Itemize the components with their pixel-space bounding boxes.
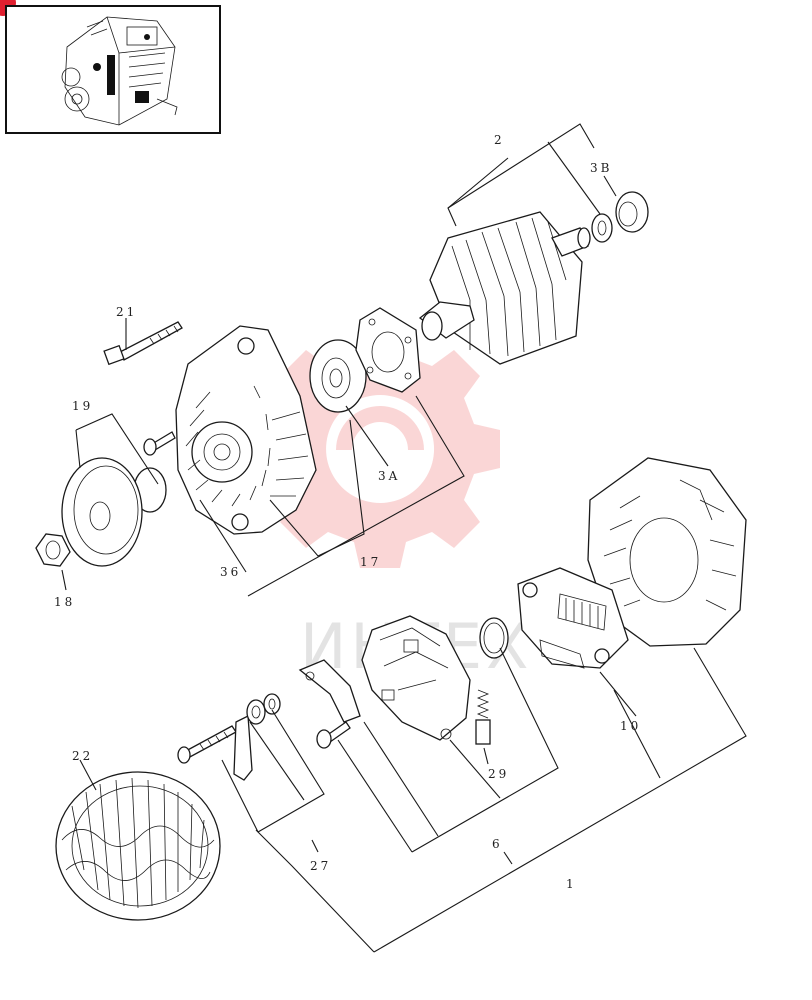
regulator-screw-part[interactable] [316, 721, 351, 749]
label-21: 21 [116, 305, 137, 319]
screw-part[interactable] [143, 431, 176, 456]
label-6: 6 [492, 837, 503, 851]
nut-18-part[interactable] [35, 533, 71, 567]
terminal-bolt-27-part[interactable] [177, 693, 281, 781]
label-3b: 3B [590, 161, 612, 175]
leader-lines [61, 123, 747, 953]
retainer-plate-part[interactable] [355, 307, 421, 393]
label-10: 10 [620, 719, 641, 733]
label-1: 1 [566, 877, 577, 891]
pulley-19-part[interactable] [61, 457, 167, 567]
engine-thumbnail[interactable] [5, 5, 221, 134]
label-3a: 3A [378, 469, 400, 483]
bearing-3b-part[interactable] [591, 191, 649, 243]
snap-ring-part[interactable] [479, 617, 509, 659]
part-labels: 2 3B 21 19 3A 17 36 18 10 22 29 6 27 1 [54, 133, 641, 891]
rotor-part[interactable] [418, 211, 591, 365]
stator-22-part[interactable] [55, 771, 221, 921]
label-36: 36 [220, 565, 241, 579]
label-17: 17 [360, 555, 381, 569]
label-19: 19 [72, 399, 93, 413]
bolt-21-part[interactable] [103, 321, 183, 366]
rectifier-10-part[interactable] [517, 567, 629, 669]
label-22: 22 [72, 749, 93, 763]
brush-spring-29-part[interactable] [475, 689, 491, 745]
bearing-3a-part[interactable] [309, 339, 367, 413]
label-2: 2 [494, 133, 505, 147]
engine-thumbnail-icon [61, 16, 178, 126]
label-29: 29 [488, 767, 509, 781]
regulator-part[interactable] [298, 615, 471, 741]
label-27: 27 [310, 859, 331, 873]
front-housing-part[interactable] [175, 325, 317, 535]
label-18: 18 [54, 595, 75, 609]
